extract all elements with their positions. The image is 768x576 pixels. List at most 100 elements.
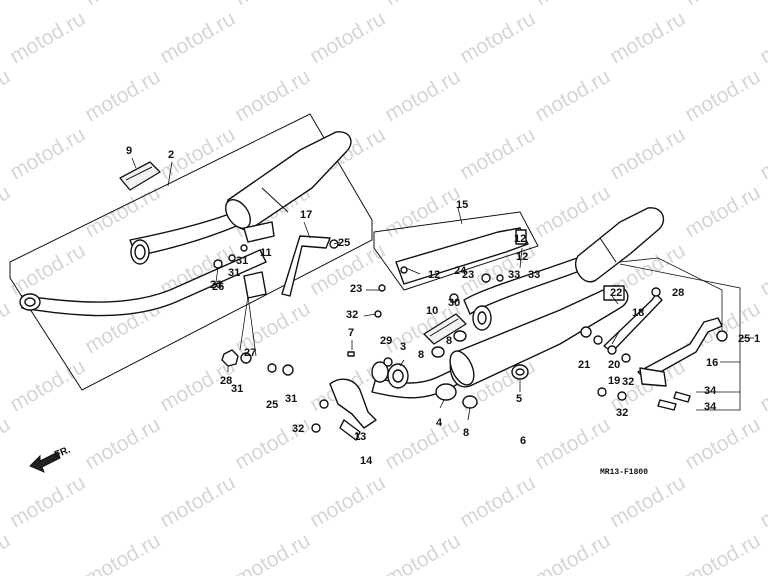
stay-16-plate [639,367,667,387]
left-pipe-opening [24,297,36,307]
watermark-text: motod.ru [81,65,164,126]
washer-20 [593,335,603,345]
watermark-text: motod.ru [6,355,89,416]
callout-22: 22 [610,287,622,299]
callout-16: 16 [706,357,718,369]
watermark-text: motod.ru [81,181,164,242]
callout-27: 27 [244,347,256,359]
callout-12: 12 [516,251,528,263]
watermark-text: motod.ru [531,181,614,242]
pin-7 [347,351,355,357]
callout-31: 31 [236,255,248,267]
callout-28: 28 [220,375,232,387]
callout-5: 5 [516,393,522,405]
callout-32: 32 [622,376,634,388]
callout-8: 8 [463,427,469,439]
callout-10: 10 [426,305,438,317]
watermark-text: motod.ru [0,413,14,474]
callout-7: 7 [348,327,354,339]
leader-4 [439,399,445,409]
callout-31: 31 [231,383,243,395]
front-direction-indicator: FR. [29,444,72,473]
callout-17: 17 [300,209,312,221]
watermark-text: motod.ru [381,181,464,242]
nut-28-lower [383,357,393,367]
watermark-text: motod.ru [456,7,539,68]
callout-13: 13 [354,431,366,443]
clamp-13 [329,378,377,429]
watermark-text: motod.ru [681,413,764,474]
front-label: FR. [53,444,72,460]
callout-33: 33 [508,269,520,281]
callout-34: 34 [704,401,717,413]
watermark-text: motod.ru [381,65,464,126]
heat-shield-line [125,166,153,181]
watermark-text: motod.ru [756,123,768,184]
leader-18 [611,329,621,345]
leader-12-right [519,247,523,269]
callout-12: 12 [514,233,526,245]
nut-25-right [580,326,592,338]
bolt-23-center [481,273,491,283]
washer-31-right [621,353,631,363]
callout-21: 21 [578,359,590,371]
stay-17 [281,235,331,297]
watermark-text: motod.ru [381,413,464,474]
callout-23: 23 [210,279,222,291]
bolt-26 [651,287,661,297]
watermark-text: motod.ru [531,413,614,474]
callout-11: 11 [260,247,272,259]
callout-31: 31 [285,393,297,405]
washer-31-far [617,391,627,401]
callout-14: 14 [360,455,373,467]
watermark-text: motod.ru [756,355,768,416]
washer-29 [240,244,248,252]
watermark-text: motod.ru [456,471,539,532]
watermark-text: motod.ru [0,297,14,358]
gasket-8-a [462,395,478,409]
leader-mount [239,295,257,357]
left-muffler-seam [261,187,289,213]
nut-19 [607,345,617,355]
watermark-text: motod.ru [681,65,764,126]
front-arrow-icon [29,451,61,473]
callout-32: 32 [292,423,304,435]
callout-9: 9 [126,145,132,157]
leader-9 [131,157,137,169]
callout-28: 28 [672,287,684,299]
watermark-text: motod.ru [381,529,464,576]
bolt-24 [319,399,329,409]
nut-28-upper [449,293,459,303]
left-upper-opening [134,244,146,260]
watermark-text: motod.ru [0,181,14,242]
watermark-text: motod.ru [0,529,14,576]
watermark-text: motod.ru [306,471,389,532]
right-upper-muffler [575,207,665,283]
nut-27 [221,349,239,367]
callout-23: 23 [350,283,362,295]
left-muffler-assembly [9,113,373,391]
callout-layer: 1234567888910111212121314151617181920212… [126,145,760,467]
watermark-text: motod.ru [381,0,464,10]
callout-33: 33 [528,269,540,281]
right-lower-muffler-inlet [449,350,475,386]
callout-8: 8 [446,335,452,347]
leader-13 [355,431,361,441]
watermark-text: motod.ru [231,529,314,576]
watermark-text: motod.ru [6,7,89,68]
leader-assembly-top [619,257,723,330]
watermark-text: motod.ru [531,529,614,576]
callout-34: 34 [704,385,717,397]
watermark-text: motod.ru [606,471,689,532]
bolt-33-b [657,399,677,411]
watermark-text: motod.ru [6,123,89,184]
callout-25: 25 [266,399,278,411]
bolt-23-left [378,284,386,292]
heat-shield-10-line [429,318,459,337]
watermark-text: motod.ru [231,65,314,126]
plate-21 [603,285,625,301]
leader-1-frame [619,263,741,411]
clamp-13-tab [339,419,361,441]
callout-25: 25 [738,333,750,345]
assembly-box-left [9,113,373,391]
